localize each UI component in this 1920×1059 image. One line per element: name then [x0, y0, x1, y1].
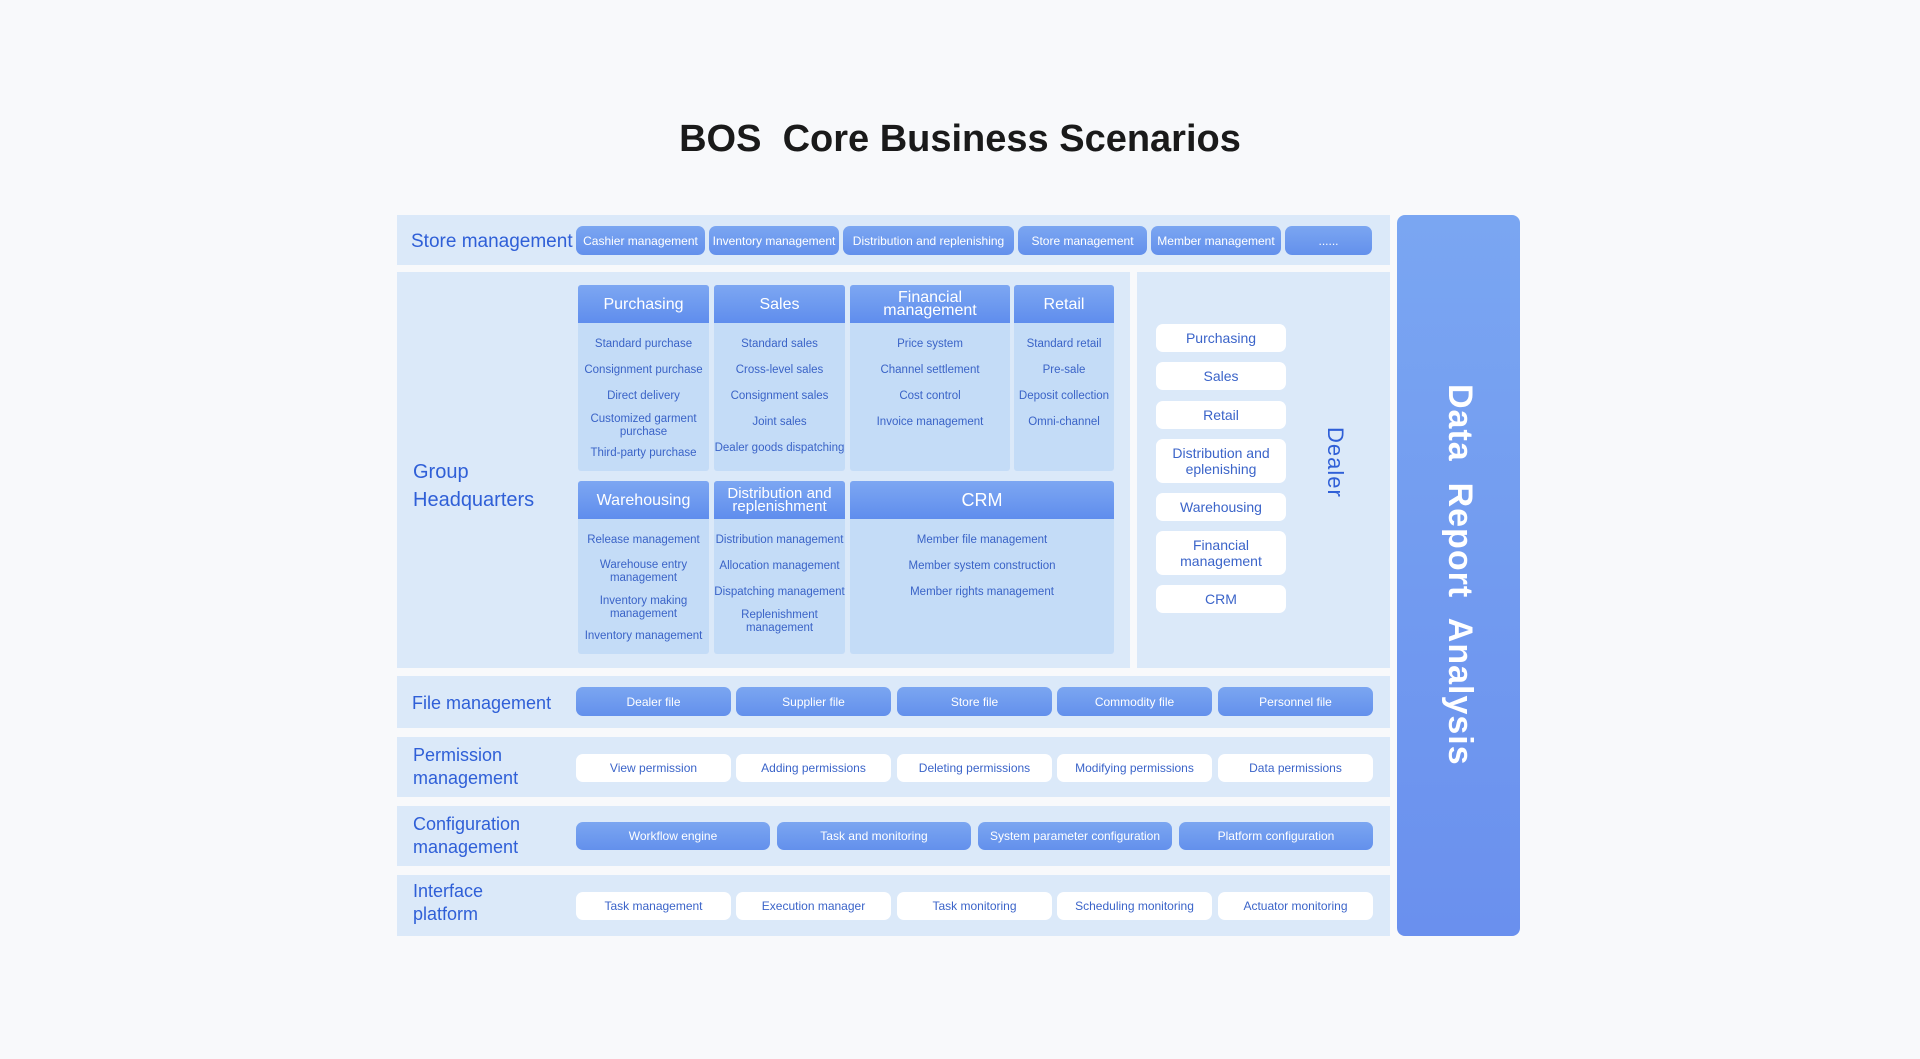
store-item-store[interactable]: Store management	[1018, 226, 1147, 255]
permission-item-adding[interactable]: Adding permissions	[736, 754, 891, 782]
file-item-personnel[interactable]: Personnel file	[1218, 687, 1373, 716]
card-item: Release management	[587, 533, 700, 546]
card-sales-title: Sales	[714, 285, 845, 323]
card-sales: Sales Standard sales Cross-level sales C…	[714, 285, 845, 471]
card-item: Pre-sale	[1042, 363, 1086, 376]
permission-item-modifying[interactable]: Modifying permissions	[1057, 754, 1212, 782]
file-item-store[interactable]: Store file	[897, 687, 1052, 716]
file-management-label: File management	[412, 693, 552, 713]
store-item-more[interactable]: ......	[1285, 226, 1372, 255]
card-distribution-title: Distribution and replenishment	[714, 481, 845, 519]
permission-management-label: Permission management	[413, 744, 518, 790]
store-item-member[interactable]: Member management	[1151, 226, 1281, 255]
card-item: Price system	[897, 337, 963, 350]
interface-item-execution-manager[interactable]: Execution manager	[736, 892, 891, 920]
file-item-supplier[interactable]: Supplier file	[736, 687, 891, 716]
card-item: Channel settlement	[880, 363, 980, 376]
interface-item-task-management[interactable]: Task management	[576, 892, 731, 920]
card-item: Deposit collection	[1018, 389, 1110, 402]
card-retail: Retail Standard retail Pre-sale Deposit …	[1014, 285, 1114, 471]
dealer-panel: Purchasing Sales Retail Distribution and…	[1137, 272, 1390, 668]
dealer-item-financial[interactable]: Financial management	[1156, 531, 1286, 575]
card-item: Joint sales	[752, 415, 807, 428]
card-item: Member file management	[916, 533, 1048, 546]
card-warehousing-title: Warehousing	[578, 481, 709, 519]
dealer-item-sales[interactable]: Sales	[1156, 362, 1286, 390]
store-item-cashier[interactable]: Cashier management	[576, 226, 705, 255]
card-financial-title: Financial management	[850, 285, 1010, 323]
card-item: Allocation management	[719, 559, 840, 572]
card-distribution-replenishment: Distribution and replenishment Distribut…	[714, 481, 845, 654]
card-item: Omni-channel	[1028, 415, 1100, 428]
configuration-item-platform[interactable]: Platform configuration	[1179, 822, 1373, 850]
data-report-analysis-label: Data Report Analysis	[1441, 384, 1479, 766]
store-item-distribution[interactable]: Distribution and replenishing	[843, 226, 1014, 255]
permission-item-data[interactable]: Data permissions	[1218, 754, 1373, 782]
card-retail-title: Retail	[1014, 285, 1114, 323]
card-item: Consignment purchase	[584, 363, 703, 376]
group-label-line2: Headquarters	[413, 489, 535, 511]
file-item-commodity[interactable]: Commodity file	[1057, 687, 1212, 716]
card-item: Customized garment purchase	[590, 413, 697, 438]
card-item: Dispatching management	[714, 585, 845, 598]
interface-platform-label: Interface platform	[413, 880, 483, 926]
card-item: Member system construction	[908, 559, 1056, 572]
permission-label-line1: Permission	[413, 745, 503, 765]
card-item: Consignment sales	[730, 389, 829, 402]
card-item: Warehouse entry management	[599, 559, 688, 584]
store-item-inventory[interactable]: Inventory management	[709, 226, 839, 255]
dealer-item-crm[interactable]: CRM	[1156, 585, 1286, 613]
card-item: Distribution management	[715, 533, 844, 546]
dealer-item-retail[interactable]: Retail	[1156, 401, 1286, 429]
configuration-item-workflow[interactable]: Workflow engine	[576, 822, 770, 850]
card-item: Replenishment management	[741, 609, 818, 634]
configuration-management-label: Configuration management	[413, 813, 520, 859]
dealer-label: Dealer	[1323, 427, 1348, 498]
card-item: Cost control	[899, 389, 961, 402]
configuration-item-task-monitoring[interactable]: Task and monitoring	[777, 822, 971, 850]
card-financial-management: Financial management Price system Channe…	[850, 285, 1010, 471]
card-item: Member rights management	[910, 585, 1054, 598]
card-item: Inventory making management	[599, 595, 688, 620]
file-item-dealer[interactable]: Dealer file	[576, 687, 731, 716]
dealer-item-warehousing[interactable]: Warehousing	[1156, 493, 1286, 521]
dealer-item-distribution[interactable]: Distribution and eplenishing	[1156, 439, 1286, 483]
card-purchasing-title: Purchasing	[578, 285, 709, 323]
card-crm-title: CRM	[850, 481, 1114, 519]
card-item: Cross-level sales	[735, 363, 824, 376]
interface-label-line2: platform	[413, 904, 479, 924]
data-report-analysis-panel	[1397, 215, 1520, 936]
configuration-label-line2: management	[413, 837, 519, 857]
card-purchasing: Purchasing Standard purchase Consignment…	[578, 285, 709, 471]
group-label-line1: Group	[413, 461, 469, 483]
permission-item-view[interactable]: View permission	[576, 754, 731, 782]
dealer-item-purchasing[interactable]: Purchasing	[1156, 324, 1286, 352]
interface-item-scheduling-monitoring[interactable]: Scheduling monitoring	[1057, 892, 1212, 920]
card-item: Invoice management	[876, 415, 984, 428]
configuration-label-line1: Configuration	[413, 814, 521, 834]
permission-item-deleting[interactable]: Deleting permissions	[897, 754, 1052, 782]
card-item: Dealer goods dispatching	[714, 441, 845, 454]
configuration-item-system-parameter[interactable]: System parameter configuration	[978, 822, 1172, 850]
card-item: Direct delivery	[607, 389, 680, 402]
card-item: Third-party purchase	[590, 446, 697, 459]
card-item: Standard sales	[741, 337, 818, 350]
card-crm: CRM Member file management Member system…	[850, 481, 1114, 654]
group-headquarters-label: Group Headquarters	[413, 458, 534, 514]
card-item: Standard retail	[1026, 337, 1102, 350]
card-warehousing: Warehousing Release management Warehouse…	[578, 481, 709, 654]
interface-item-actuator-monitoring[interactable]: Actuator monitoring	[1218, 892, 1373, 920]
store-management-label: Store management	[411, 231, 573, 252]
card-item: Inventory management	[584, 629, 703, 642]
permission-label-line2: management	[413, 768, 519, 788]
interface-item-task-monitoring[interactable]: Task monitoring	[897, 892, 1052, 920]
page-title: BOS Core Business Scenarios	[679, 118, 1241, 160]
card-item: Standard purchase	[594, 337, 693, 350]
interface-label-line1: Interface	[413, 881, 484, 901]
